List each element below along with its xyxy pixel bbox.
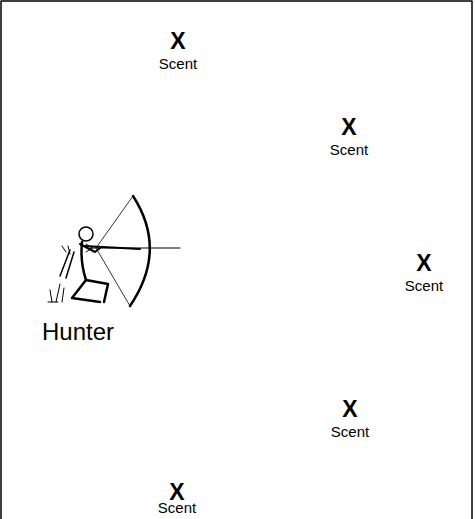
archer-front-arm (84, 246, 140, 249)
hunter-label: Hunter (42, 320, 114, 344)
scent-label: Scent (405, 278, 443, 293)
quiver-arrows (62, 246, 70, 254)
archer-back-leg (72, 280, 100, 302)
scent-mark: X (416, 252, 431, 275)
archer-front-leg (86, 280, 108, 302)
archer-back-arm (80, 244, 100, 252)
scent-label: Scent (158, 500, 196, 515)
scent-label: Scent (159, 56, 197, 71)
archer-torso (82, 242, 87, 280)
scent-mark: X (170, 30, 185, 53)
scent-label: Scent (331, 424, 369, 439)
scent-mark: X (342, 398, 357, 421)
scent-mark: X (341, 116, 356, 139)
grass (48, 284, 64, 302)
scent-label: Scent (330, 142, 368, 157)
quiver (60, 250, 74, 278)
bow-string (96, 196, 133, 306)
bow (130, 196, 150, 306)
archer-head (79, 227, 93, 241)
